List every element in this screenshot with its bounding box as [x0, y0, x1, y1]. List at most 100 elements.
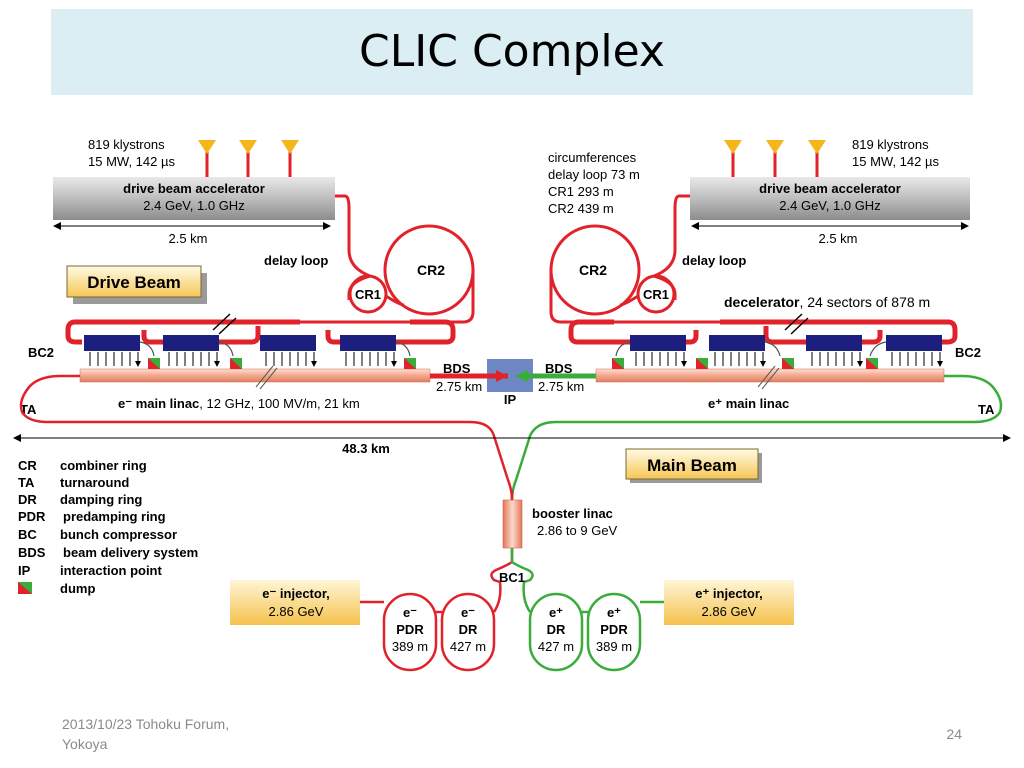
drive-accelerator-left-name: drive beam accelerator	[123, 181, 265, 196]
dumps	[148, 358, 878, 369]
bc1-path-electron	[490, 548, 514, 584]
pets-unit	[84, 335, 140, 366]
electron-injector-rings	[382, 581, 502, 672]
legend-text: predamping ring	[63, 509, 166, 524]
decelerator-loops-left	[65, 319, 456, 345]
dump-icon	[404, 358, 416, 369]
break-mark	[259, 367, 278, 390]
drive-accelerator-right-spec: 2.4 GeV, 1.0 GHz	[779, 198, 880, 213]
ring-label: DR	[547, 622, 566, 637]
ta-right-label: TA	[978, 402, 995, 417]
dump-icon	[866, 358, 878, 369]
klystron-icon	[198, 140, 216, 178]
klystron-icons-left	[198, 140, 299, 178]
footer-date-line2: Yokoya	[62, 736, 108, 752]
e-plus-injector-line1: e⁺ injector,	[695, 586, 763, 601]
bc1-label: BC1	[499, 570, 525, 585]
legend-abbr: CR	[18, 458, 37, 473]
drive-accelerator-right	[690, 177, 970, 220]
bc2-right-label: BC2	[955, 345, 981, 360]
title-bar: CLIC Complex	[51, 9, 973, 95]
klystrons-right-line1: 819 klystrons	[852, 137, 929, 152]
clic-complex-diagram: 819 klystrons 15 MW, 142 µs 819 klystron…	[13, 137, 1011, 672]
injector-ring-labels: e⁻ PDR 389 m e⁻ DR 427 m e⁺ DR 427 m e⁺ …	[392, 605, 632, 654]
circumferences-line2: delay loop 73 m	[548, 167, 640, 182]
legend-abbr: IP	[18, 563, 31, 578]
positron-main-beam-path	[510, 374, 1003, 501]
klystron-icon	[281, 140, 299, 178]
legend-text: turnaround	[60, 475, 129, 490]
bds-right-label: BDS	[545, 361, 573, 376]
legend-abbr: TA	[18, 475, 35, 490]
legend-text: interaction point	[60, 563, 163, 578]
booster-label-line2: 2.86 to 9 GeV	[537, 523, 618, 538]
ring-label: PDR	[396, 622, 424, 637]
drive-accelerator-right-length: 2.5 km	[818, 231, 857, 246]
decelerator-label-rest: , 24 sectors of 878 m	[799, 294, 930, 310]
drive-accelerator-right-name: drive beam accelerator	[759, 181, 901, 196]
e-minus-injector-box: e⁻ injector, 2.86 GeV	[230, 580, 360, 625]
decelerator-label-bold: decelerator	[724, 294, 800, 310]
total-length-label: 48.3 km	[342, 441, 390, 456]
circumferences-line4: CR2 439 m	[548, 201, 614, 216]
break-mark	[784, 313, 803, 331]
ring-label: e⁺	[607, 605, 621, 620]
legend-text: dump	[60, 581, 95, 596]
cr2-label-left: CR2	[417, 262, 445, 278]
klystrons-right-line2: 15 MW, 142 µs	[852, 154, 939, 169]
ring-label: 389 m	[392, 639, 428, 654]
pets-units-right	[630, 335, 942, 366]
bc1-path-positron	[510, 548, 534, 584]
circumferences-line3: CR1 293 m	[548, 184, 614, 199]
e-minus-linac-label: e⁻ main linac, 12 GHz, 100 MV/m, 21 km	[118, 396, 360, 411]
pets-unit	[709, 335, 765, 366]
slide-title: CLIC Complex	[359, 26, 665, 77]
break-mark	[757, 365, 776, 388]
dump-icon	[612, 358, 624, 369]
legend-abbr: PDR	[18, 509, 46, 524]
cr2-label-right: CR2	[579, 262, 607, 278]
legend-abbr: BC	[18, 527, 37, 542]
e-minus-injector-line1: e⁻ injector,	[262, 586, 330, 601]
ip-label: IP	[504, 392, 517, 407]
e-plus-pdr-ring	[586, 592, 642, 672]
klystron-icon	[239, 140, 257, 178]
bds-right-length: 2.75 km	[538, 379, 584, 394]
pets-unit	[340, 335, 396, 366]
klystrons-left-line1: 819 klystrons	[88, 137, 165, 152]
delay-loop-label-left: delay loop	[264, 253, 328, 268]
ring-label: e⁻	[461, 605, 475, 620]
footer-date-line1: 2013/10/23 Tohoku Forum,	[62, 716, 230, 732]
klystron-icons-right	[724, 140, 826, 178]
decelerator-label: decelerator, 24 sectors of 878 m	[724, 294, 930, 310]
ring-label: DR	[459, 622, 478, 637]
pets-unit	[260, 335, 316, 366]
e-minus-linac-label-bold: e⁻ main linac	[118, 396, 199, 411]
dump-icon	[782, 358, 794, 369]
cr1-ring-left	[348, 274, 388, 314]
dump-arrows	[139, 341, 887, 357]
ring-label: e⁺	[549, 605, 563, 620]
e-plus-injector-box: e⁺ injector, 2.86 GeV	[664, 580, 794, 625]
dump-icon	[148, 358, 160, 369]
footer-date: 2013/10/23 Tohoku Forum, Yokoya	[62, 714, 322, 754]
bds-left-length: 2.75 km	[436, 379, 482, 394]
main-beam-label-box: Main Beam	[625, 448, 762, 483]
cr1-ring-right	[636, 274, 676, 314]
klystron-icon	[724, 140, 742, 178]
break-mark	[790, 317, 809, 335]
drive-accelerator-left-spec: 2.4 GeV, 1.0 GHz	[143, 198, 244, 213]
drive-beam-rings-right	[549, 194, 720, 324]
cr1-label-right: CR1	[643, 287, 669, 302]
legend-abbr: DR	[18, 492, 37, 507]
bds-arrow-right	[515, 370, 528, 382]
klystron-icon	[808, 140, 826, 178]
bds-arrow-left	[496, 370, 508, 382]
break-mark	[761, 367, 780, 390]
e-plus-injector-line2: 2.86 GeV	[702, 604, 757, 619]
dump-icon	[230, 358, 242, 369]
delay-loop-label-right: delay loop	[682, 253, 746, 268]
e-plus-dr-ring	[528, 592, 584, 672]
e-plus-main-linac	[595, 368, 945, 383]
